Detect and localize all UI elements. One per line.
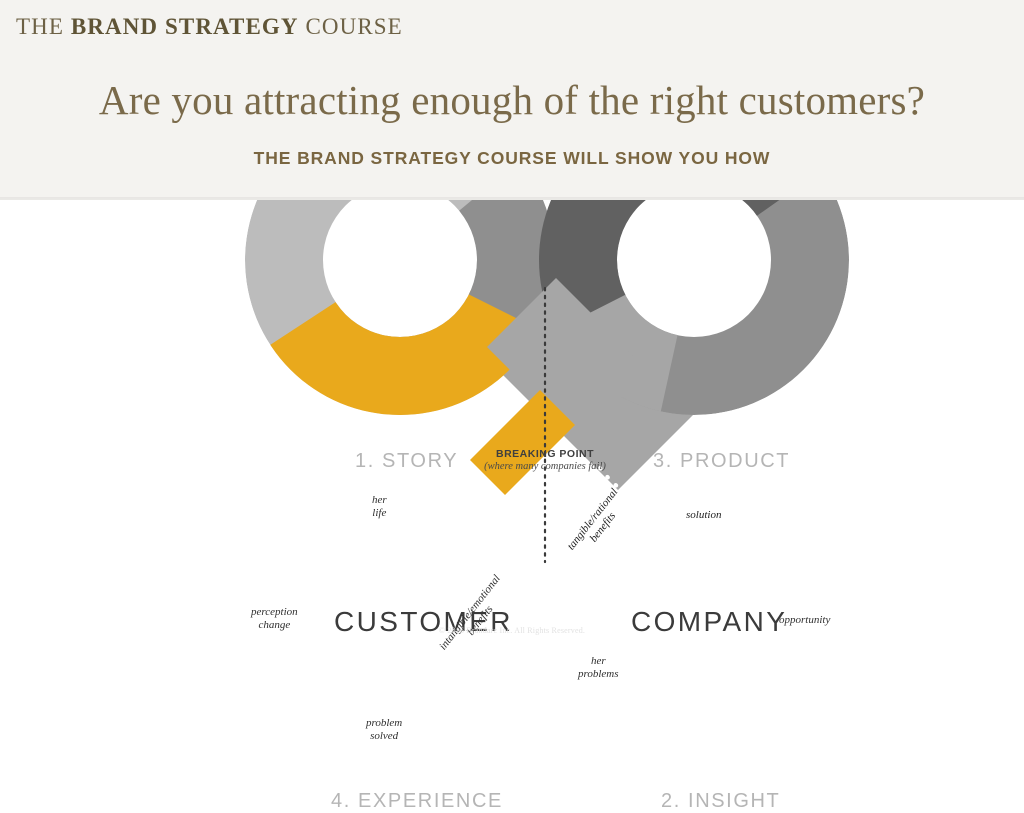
core-label-customer: CUSTOMER (334, 606, 513, 637)
segment-label-solution-line1: solution (686, 509, 722, 521)
segment-label-perception-change: perception change (251, 606, 298, 632)
brand-logo-pre: THE (16, 14, 71, 39)
opportunity-dotted-path (597, 465, 784, 514)
brand-strategy-diagram: 1. STORY 2. INSIGHT 3. PRODUCT 4. EXPERI… (0, 200, 1024, 812)
breaking-point-annotation: BREAKING POINT (where many companies fai… (455, 448, 635, 472)
segment-label-perception-line2: change (258, 618, 291, 631)
stage-label-story: 1. STORY (355, 450, 459, 472)
segment-label-problem-line2: solved (370, 729, 399, 742)
segment-label-opportunity-line1: opportunity (779, 614, 831, 626)
segment-label-opportunity: opportunity (779, 614, 830, 627)
stage-label-product: 3. PRODUCT (653, 450, 791, 472)
opportunity-dotted-arrow (597, 422, 790, 514)
brand-logo-strong: BRAND STRATEGY (70, 14, 299, 39)
brand-logo-post: COURSE (298, 14, 403, 39)
segment-label-problem-solved: problem solved (366, 717, 402, 743)
brand-logo[interactable]: THE BRAND STRATEGY COURSE (16, 14, 403, 40)
page-headline: Are you attracting enough of the right c… (98, 77, 926, 123)
segment-label-her-problems: her problems (578, 655, 619, 681)
page-subheadline: THE BRAND STRATEGY COURSE WILL SHOW YOU … (253, 148, 771, 168)
segment-label-solution: solution (686, 509, 721, 522)
band-lightgray-2 (555, 348, 648, 440)
segment-label-her-problems-line2: problems (578, 667, 619, 680)
segment-label-her-life: her life (372, 494, 387, 520)
segment-label-perception-line1: perception (251, 606, 298, 618)
breaking-point-subtitle: (where many companies fail) (484, 461, 606, 472)
stage-label-experience: 4. EXPERIENCE (331, 790, 503, 812)
segment-label-her-problems-line1: her (590, 655, 606, 667)
page-header: THE BRAND STRATEGY COURSE Are you attrac… (0, 0, 1024, 200)
opportunity-arrowhead (772, 422, 790, 440)
stage-label-insight: 2. INSIGHT (661, 790, 781, 812)
core-label-company: COMPANY (631, 606, 788, 637)
breaking-point-title: BREAKING POINT (495, 448, 594, 460)
segment-label-her-life-line2: life (372, 506, 387, 519)
center-crossing-bands (470, 278, 648, 495)
copyright-notice: © 2016 Brandarc Inc. All Rights Reserved… (438, 626, 586, 635)
segment-label-her-life-line1: her (372, 494, 387, 506)
band-gold (470, 390, 575, 495)
infinity-loop-svg (245, 200, 849, 564)
left-ring-gold-sector (270, 260, 545, 415)
segment-label-problem-line1: problem (366, 717, 403, 729)
